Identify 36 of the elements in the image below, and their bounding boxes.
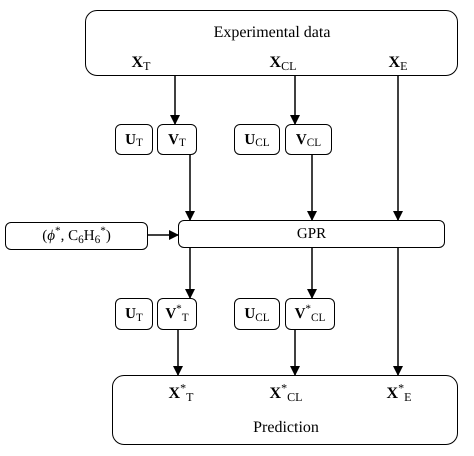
process-box [234,124,280,155]
node-label: U$_{T}$ [125,305,143,323]
process-box [5,222,148,250]
node-label: V$_{T}$ [168,130,186,148]
panel-box [85,10,458,76]
process-box [115,298,153,330]
arrow [170,76,180,125]
arrow [393,248,403,376]
arrow [173,330,183,376]
arrow [307,155,317,221]
arrow [393,76,403,221]
arrow [290,330,300,376]
node-label: GPR [296,225,326,243]
panel-box [112,375,458,445]
node-label: (ϕ$^{*}$, C$_{6}$H$_{6}$$^{*}$) [42,227,111,245]
node-label: U$_{CL}$ [244,130,270,148]
process-box [115,124,153,155]
node-label: X$_{CL}$ [270,53,296,73]
arrow [290,76,300,125]
node-label: U$_{T}$ [125,130,143,148]
arrow [185,155,195,221]
process-box [157,298,197,330]
process-box [285,124,332,155]
arrow [307,248,317,299]
node-label: X$_{T}$ [132,53,150,73]
node-label: Prediction [253,418,319,438]
node-label: U$_{CL}$ [244,305,270,323]
process-box [157,124,197,155]
node-label: X$_{E}$ [388,53,408,73]
process-box [234,298,280,330]
process-box [178,220,445,248]
process-box [285,298,335,330]
node-label: V$_{CL}$ [296,130,322,148]
arrow [185,248,195,299]
node-label: Experimental data [214,23,330,43]
arrow [148,230,179,240]
